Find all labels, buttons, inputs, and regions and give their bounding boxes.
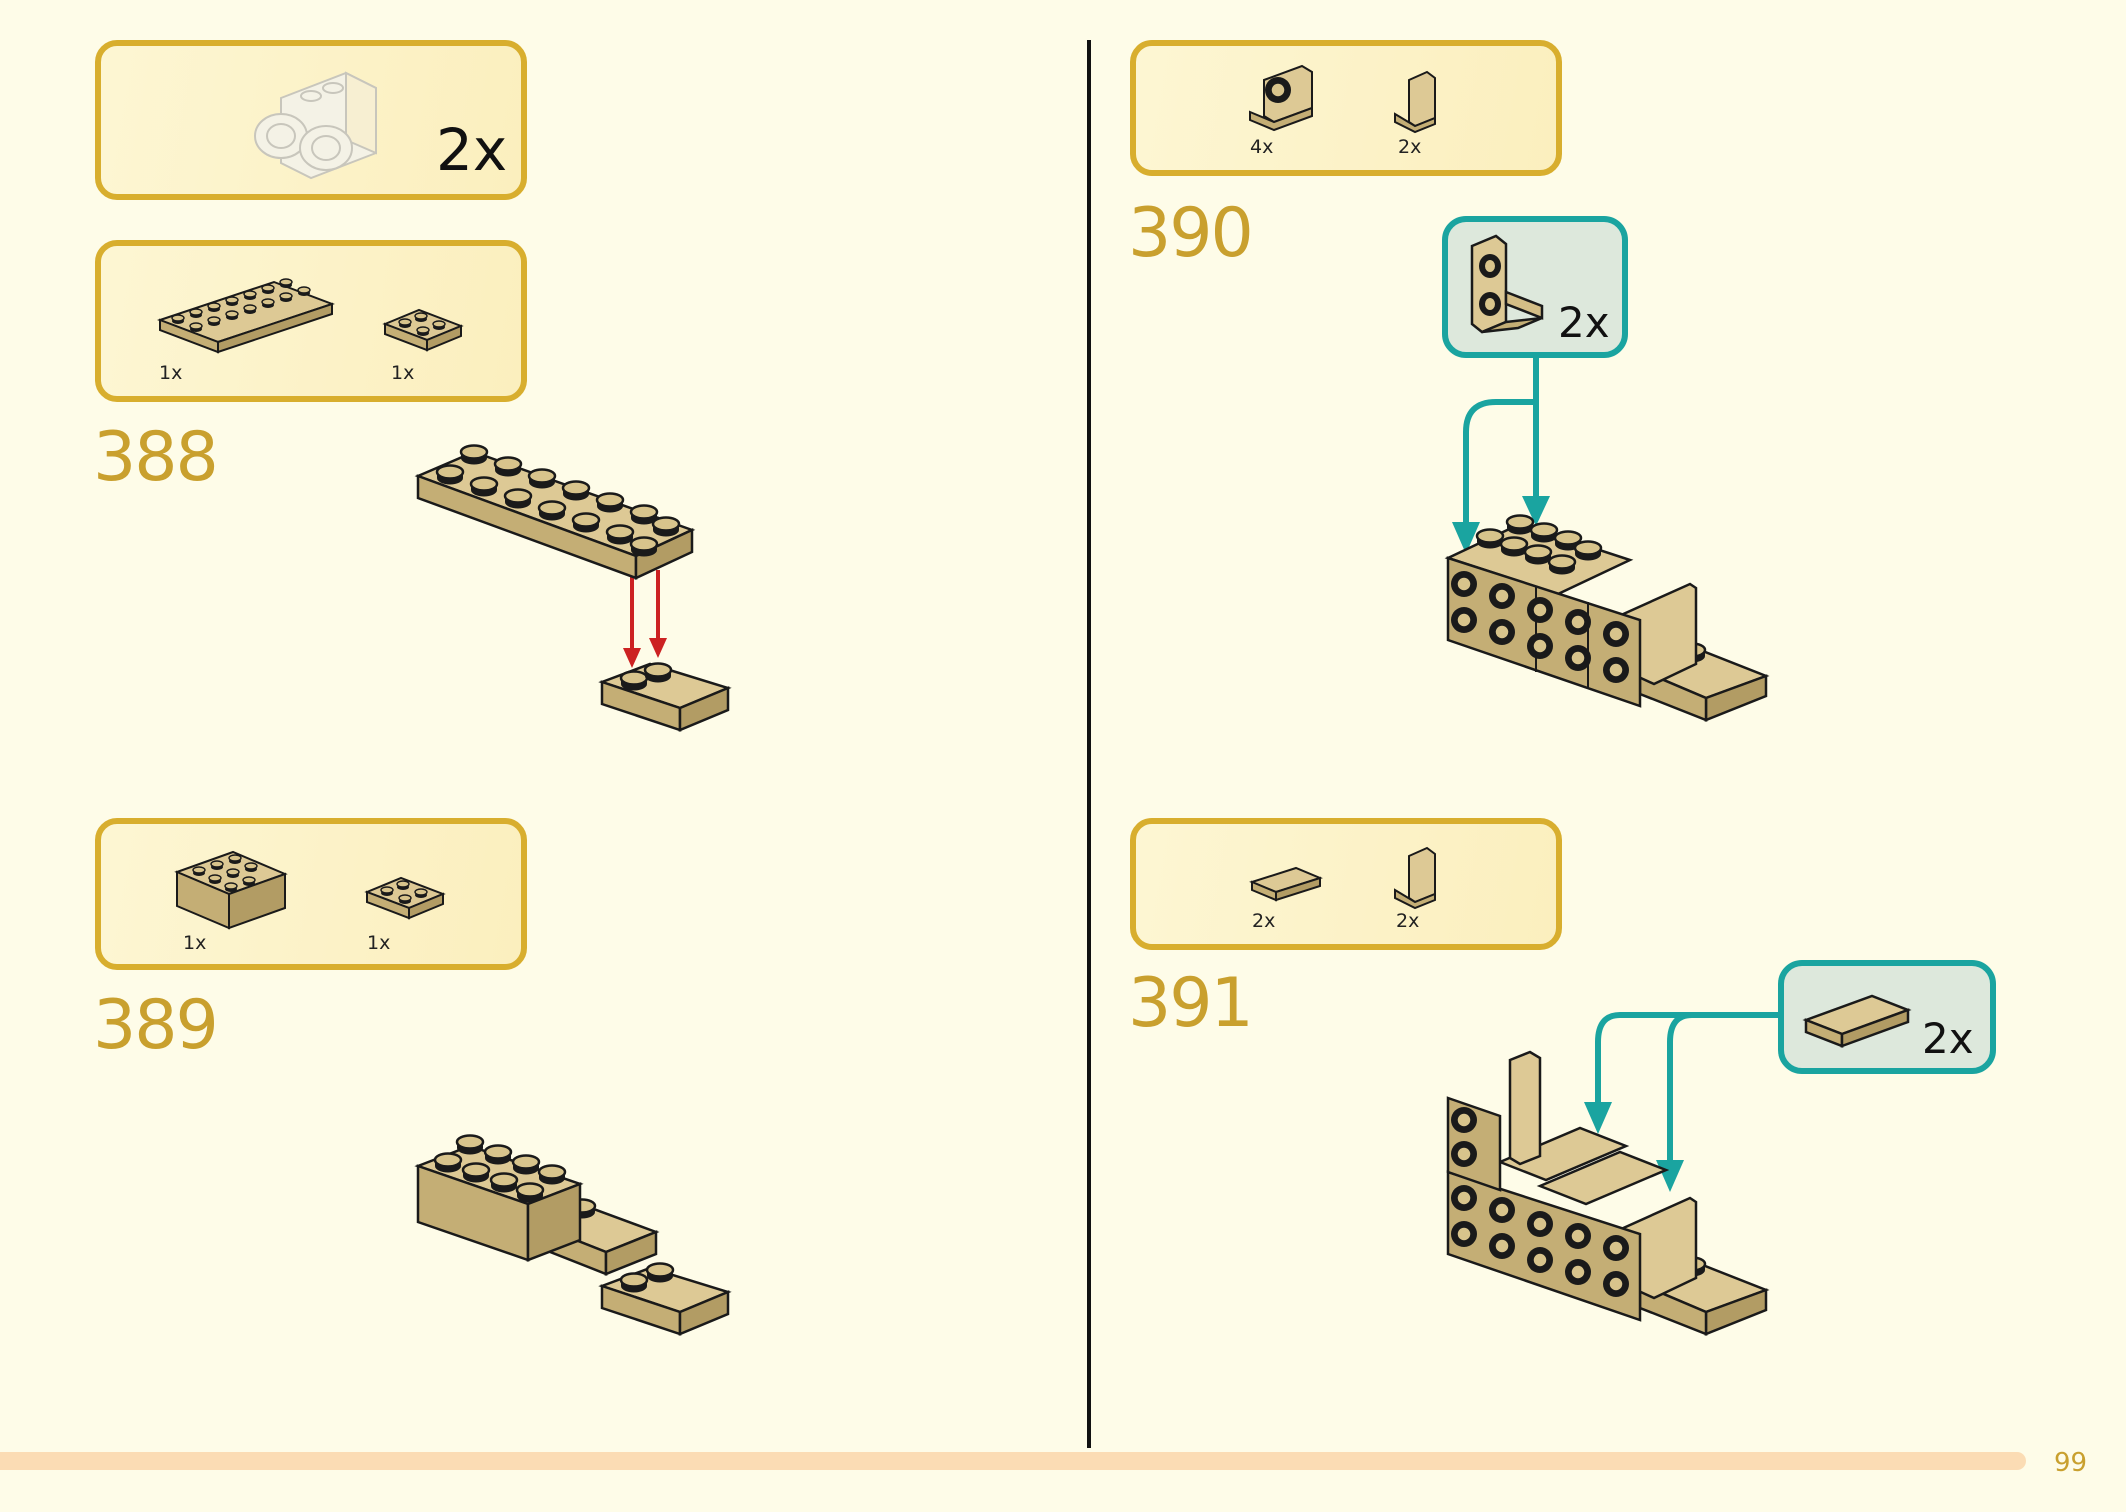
part-bracket-2x2-image: [1249, 64, 1313, 132]
parts-callout-391: 2x 2x: [1130, 818, 1562, 950]
parts-callout-390: 4x 2x: [1130, 40, 1562, 176]
part-quantity: 2x: [1252, 910, 1276, 932]
tile-part-image: [1802, 994, 1912, 1048]
bracket-part-image: [1470, 234, 1544, 334]
page-number: 99: [2054, 1448, 2088, 1478]
step-number: 391: [1128, 964, 1254, 1043]
parts-callout-388: 1x 1x: [95, 240, 527, 402]
subassembly-quantity: 2x: [436, 116, 508, 184]
part-plate-2x8-image: [157, 278, 335, 354]
page-divider: [1087, 40, 1091, 1448]
part-quantity: 2x: [1398, 136, 1422, 158]
part-quantity: 1x: [367, 932, 391, 954]
part-plate-2x2-image: [382, 308, 464, 352]
part-brick-2x4-image: [174, 850, 288, 930]
part-bracket-1x2-image: [1394, 846, 1436, 910]
step-389-illustration: [414, 1134, 732, 1336]
step-number: 388: [93, 418, 219, 497]
part-plate-2x2-image: [364, 876, 446, 920]
part-bracket-1x2-image: [1394, 70, 1436, 134]
parts-callout-389: 1x 1x: [95, 818, 527, 970]
step-number: 390: [1128, 194, 1254, 273]
part-quantity: 1x: [183, 932, 207, 954]
part-tile-1x2-image: [1249, 866, 1323, 902]
part-quantity: 1x: [159, 362, 183, 384]
step-number: 389: [93, 986, 219, 1065]
subassembly-ghost-image: [254, 71, 377, 180]
part-quantity: 4x: [1250, 136, 1274, 158]
new-part-callout-390: 2x: [1442, 216, 1628, 358]
step-390-illustration: [1444, 514, 1770, 722]
step-388-illustration: [414, 444, 732, 732]
new-part-callout-391: 2x: [1778, 960, 1996, 1074]
teal-placement-arrows-390: [1452, 354, 1550, 554]
subassembly-callout: 2x: [95, 40, 527, 200]
new-part-quantity: 2x: [1558, 298, 1610, 347]
part-quantity: 2x: [1396, 910, 1420, 932]
part-quantity: 1x: [391, 362, 415, 384]
teal-placement-arrows-391: [1584, 1012, 1782, 1192]
new-part-quantity: 2x: [1922, 1014, 1974, 1063]
step-391-illustration: [1446, 1050, 1770, 1336]
footer-progress-bar: [0, 1452, 2026, 1470]
